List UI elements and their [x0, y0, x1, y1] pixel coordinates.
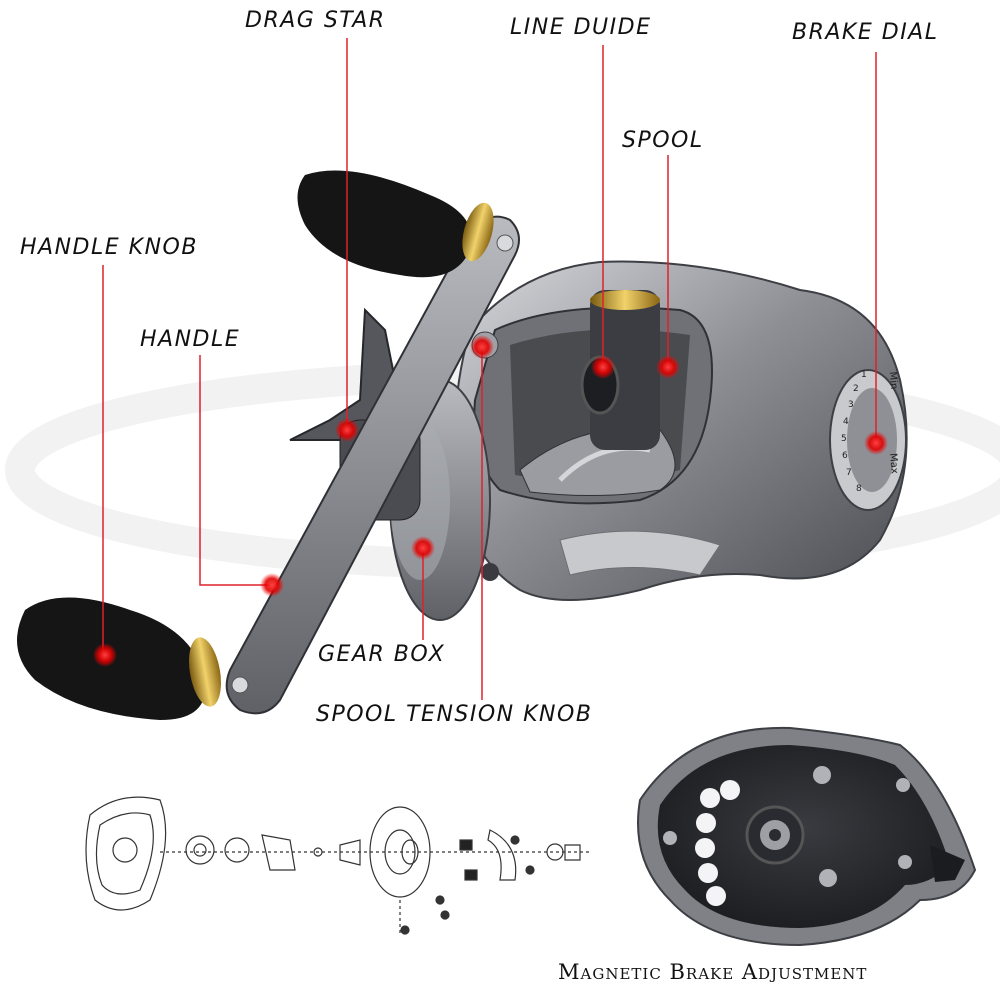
- callout-dot-handle-knob: [93, 643, 117, 667]
- brake-dial-number-5: 5: [841, 434, 847, 444]
- lower-handle-knob: [17, 597, 221, 720]
- brake-dial-number-7: 7: [846, 468, 852, 478]
- brake-dial-max-label: Max: [886, 452, 900, 475]
- label-brake-dial: BRAKE DIAL: [792, 20, 939, 45]
- upper-handle-knob: [297, 170, 494, 278]
- callout-dot-brake-dial: [864, 431, 888, 455]
- brake-dial-number-4: 4: [843, 417, 849, 427]
- label-handle-knob: HANDLE KNOB: [20, 235, 198, 260]
- callout-dot-handle: [260, 573, 284, 597]
- brake-dial-number-3: 3: [848, 400, 854, 410]
- brake-dial-number-6: 6: [842, 451, 848, 461]
- magnetic-brake-inset: [637, 726, 977, 947]
- label-gear-box: GEAR BOX: [318, 642, 446, 667]
- inset-caption: Magnetic Brake Adjustment: [558, 960, 868, 984]
- label-drag-star: DRAG STAR: [245, 8, 386, 33]
- callout-lines: [102, 38, 877, 700]
- exploded-parts-schematic: [85, 796, 590, 935]
- label-spool: SPOOL: [622, 128, 704, 153]
- brake-dial-number-1: 1: [861, 370, 867, 380]
- callout-dot-gear-box: [411, 536, 435, 560]
- brake-dial-min-label: Min: [886, 371, 900, 390]
- callout-dot-line-guide: [591, 355, 615, 379]
- label-line-guide: LINE DUIDE: [510, 15, 652, 40]
- label-handle: HANDLE: [140, 327, 241, 352]
- callout-dots: [93, 335, 888, 667]
- callout-dot-spool: [656, 355, 680, 379]
- callout-dot-spool-tension-knob: [470, 335, 494, 359]
- callout-dot-drag-star: [335, 418, 359, 442]
- brake-dial-number-2: 2: [853, 384, 859, 394]
- label-spool-tension-knob: SPOOL TENSION KNOB: [316, 702, 593, 727]
- brake-dial-number-8: 8: [856, 484, 862, 494]
